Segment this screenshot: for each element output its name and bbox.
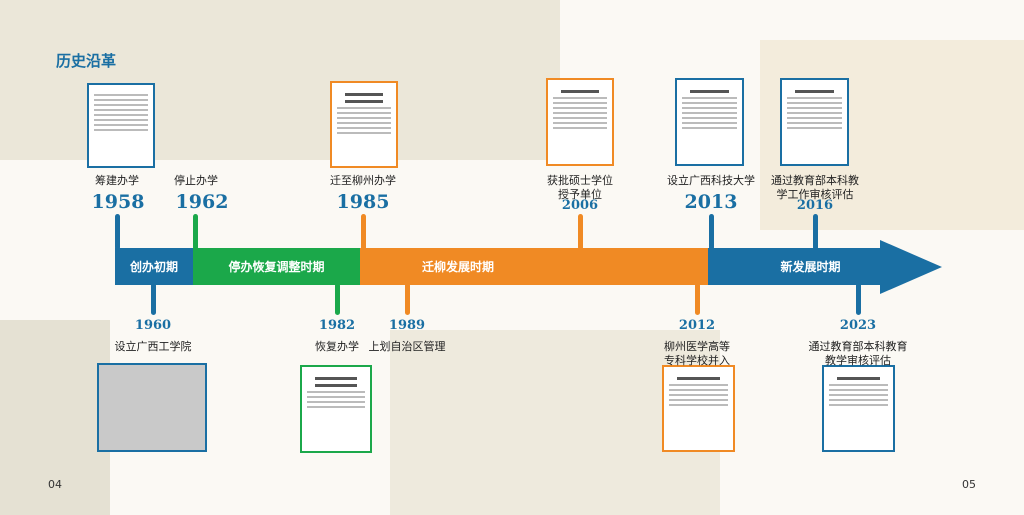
tick-1958 <box>115 214 120 250</box>
arrow-head <box>880 240 942 294</box>
event-label: 停止办学 <box>174 174 218 187</box>
tick-1989 <box>405 283 410 315</box>
event-label: 获批硕士学位 授予单位 <box>547 174 613 201</box>
period-suspension: 停办恢复调整时期 <box>193 248 360 285</box>
document-2013 <box>675 78 744 166</box>
tick-2006 <box>578 214 583 250</box>
event-label: 上划自治区管理 <box>368 340 446 353</box>
document-2016 <box>780 78 849 166</box>
tick-2016 <box>813 214 818 250</box>
event-label: 柳州医学高等 专科学校并入 <box>664 340 730 367</box>
tick-1962 <box>193 214 198 250</box>
tick-1982 <box>335 283 340 315</box>
document-2006 <box>546 78 614 166</box>
period-new: 新发展时期 <box>708 248 883 285</box>
document-1982 <box>300 365 372 453</box>
page-number-right: 05 <box>962 478 976 491</box>
tick-1960 <box>151 283 156 315</box>
event-year: 2023 <box>839 318 877 333</box>
event-label: 筹建办学 <box>95 174 139 187</box>
event-label: 迁至柳州办学 <box>330 174 396 187</box>
event-label: 恢复办学 <box>315 340 359 353</box>
event-year: 1985 <box>336 191 390 213</box>
event-year: 1958 <box>91 191 145 213</box>
document-1985 <box>330 81 398 168</box>
event-year: 2013 <box>684 191 738 213</box>
document-2012 <box>662 365 735 452</box>
period-liuzhou: 迁柳发展时期 <box>360 248 708 285</box>
tick-2023 <box>856 283 861 315</box>
event-label: 设立广西科技大学 <box>667 174 755 187</box>
event-year: 1989 <box>388 318 426 333</box>
document-2023 <box>822 365 895 452</box>
event-year: 1962 <box>175 191 229 213</box>
event-year: 2016 <box>796 198 834 213</box>
event-year: 2006 <box>561 198 599 213</box>
tick-2013 <box>709 214 714 250</box>
event-label: 通过教育部本科教育 教学审核评估 <box>808 340 908 367</box>
event-year: 2012 <box>678 318 716 333</box>
document-1958 <box>87 83 155 168</box>
event-year: 1960 <box>134 318 172 333</box>
event-year: 1982 <box>318 318 356 333</box>
event-label: 设立广西工学院 <box>114 340 192 353</box>
tick-2012 <box>695 283 700 315</box>
page-title: 历史沿革 <box>56 52 117 70</box>
photo-1960 <box>97 363 207 452</box>
tick-1985 <box>361 214 366 250</box>
event-label: 通过教育部本科教 学工作审核评估 <box>771 174 859 201</box>
page-number-left: 04 <box>48 478 62 491</box>
period-founding: 创办初期 <box>115 248 193 285</box>
